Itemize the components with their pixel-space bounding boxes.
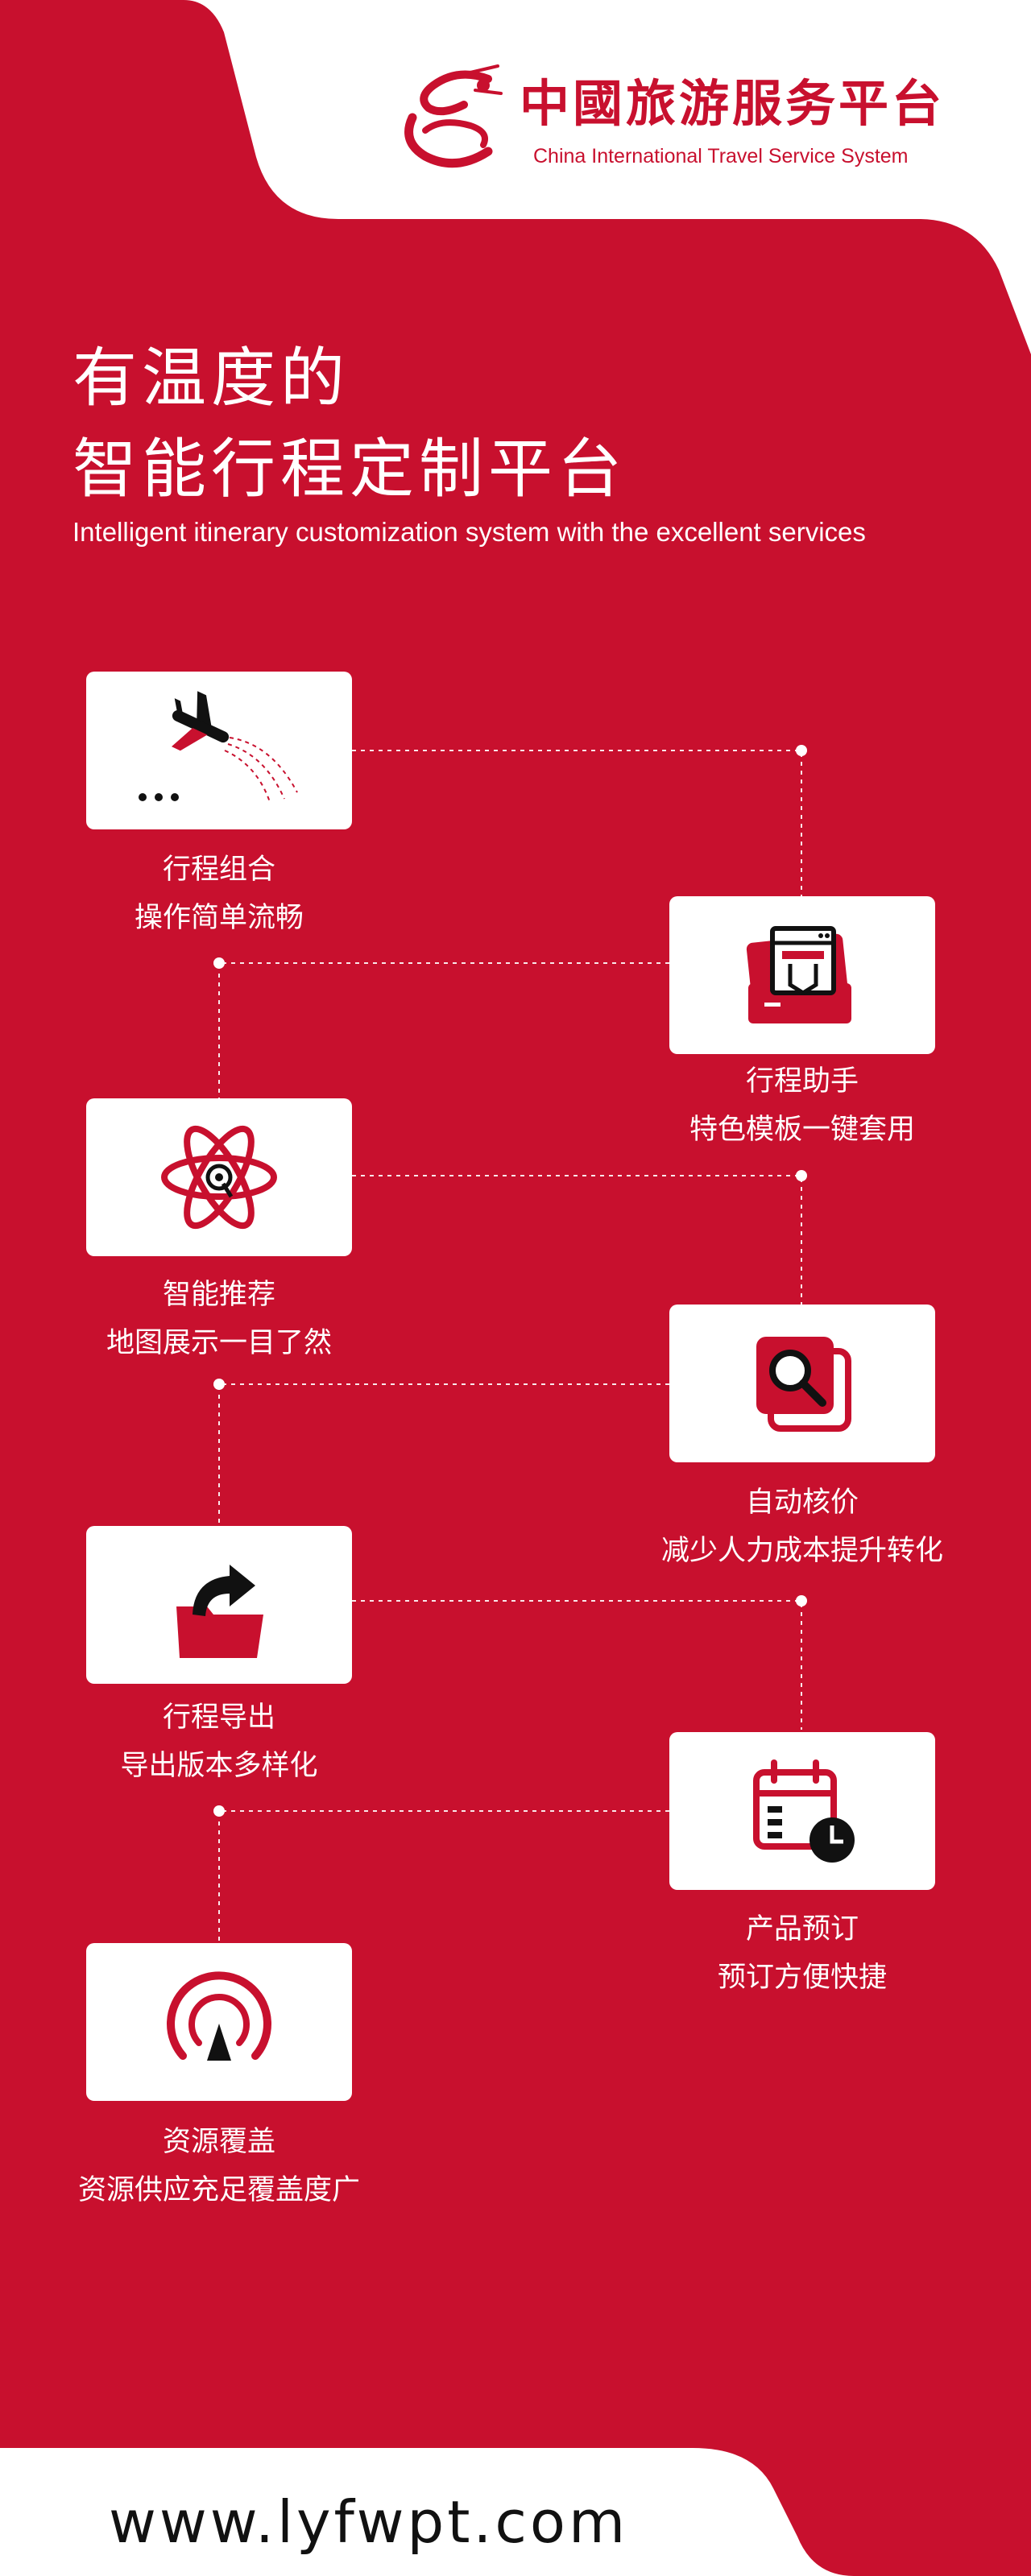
- feature-card-resource-coverage[interactable]: [86, 1943, 352, 2101]
- feature-caption-itinerary-export: 行程导出 导出版本多样化: [50, 1693, 388, 1790]
- feature-caption-itinerary-combo: 行程组合 操作简单流畅: [50, 846, 388, 942]
- feature-desc: 特色模板一键套用: [689, 1114, 915, 1146]
- airplane-icon: [139, 691, 298, 803]
- feature-caption-smart-recommend: 智能推荐 地图展示一目了然: [50, 1271, 388, 1367]
- headline-line-1: 有温度的: [72, 341, 350, 416]
- website-url[interactable]: www.lyfwpt.com: [109, 2488, 629, 2556]
- feature-caption-auto-pricing: 自动核价 减少人力成本提升转化: [633, 1478, 971, 1575]
- headline-line-2: 智能行程定制平台: [72, 432, 627, 507]
- dragon-logo-icon: [404, 64, 503, 168]
- feature-caption-itinerary-assistant: 行程助手 特色模板一键套用: [633, 1057, 971, 1154]
- calendar-clock-icon: [753, 1759, 855, 1863]
- feature-caption-resource-coverage: 资源覆盖 资源供应充足覆盖度广: [50, 2118, 388, 2214]
- feature-title: 自动核价: [745, 1486, 859, 1519]
- feature-card-itinerary-combo[interactable]: [86, 672, 352, 829]
- export-folder-icon: [176, 1565, 263, 1658]
- feature-desc: 预订方便快捷: [717, 1962, 887, 1994]
- feature-desc: 地图展示一目了然: [106, 1327, 332, 1359]
- feature-title: 产品预订: [745, 1913, 859, 1945]
- feature-card-smart-recommend[interactable]: [86, 1098, 352, 1256]
- feature-card-itinerary-assistant[interactable]: [669, 896, 935, 1054]
- logo-english-name: China International Travel Service Syste…: [533, 145, 909, 167]
- logo-chinese-name: 中國旅游服务平台: [520, 74, 946, 133]
- feature-title: 资源覆盖: [162, 2126, 275, 2158]
- feature-card-itinerary-export[interactable]: [86, 1526, 352, 1684]
- hero-subtitle: Intelligent itinerary customization syst…: [72, 517, 866, 547]
- feature-title: 行程导出: [162, 1701, 275, 1734]
- feature-card-product-booking[interactable]: [669, 1732, 935, 1890]
- feature-title: 智能推荐: [162, 1279, 275, 1311]
- feature-desc: 导出版本多样化: [120, 1750, 318, 1782]
- feature-desc: 减少人力成本提升转化: [660, 1535, 943, 1567]
- itinerary-assistant-icon: [746, 926, 851, 1023]
- feature-caption-product-booking: 产品预订 预订方便快捷: [633, 1905, 971, 2002]
- feature-card-auto-pricing[interactable]: [669, 1305, 935, 1462]
- atom-icon: [161, 1125, 277, 1230]
- feature-title: 行程组合: [162, 854, 275, 886]
- signal-coverage-icon: [167, 1971, 271, 2061]
- magnifier-icon: [756, 1337, 851, 1432]
- feature-desc: 操作简单流畅: [134, 902, 304, 934]
- feature-desc: 资源供应充足覆盖度广: [77, 2174, 360, 2206]
- feature-title: 行程助手: [745, 1065, 859, 1098]
